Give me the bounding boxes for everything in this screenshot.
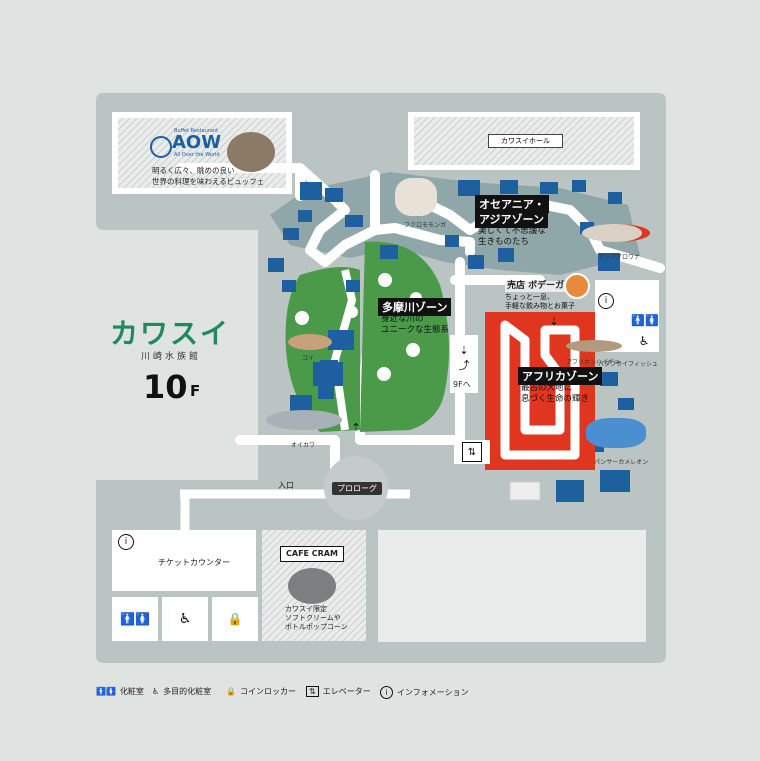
- chameleon-icon: [586, 418, 646, 448]
- brand-name: カワスイ: [110, 317, 231, 350]
- restaurant-logo-tagline: All Over the World: [174, 152, 220, 158]
- tama-desc-2: ユニークな生態系: [381, 325, 450, 335]
- shop-desc-2: 手軽な飲み物とお菓子: [505, 302, 575, 310]
- wheelchair-icon[interactable]: ♿: [178, 611, 192, 627]
- oceania-desc-1: 美しくて不思議な: [478, 226, 546, 236]
- oceania-title-2: アジアゾーン: [475, 210, 549, 228]
- brand-subtitle: 川崎水族館: [141, 352, 202, 362]
- legend-elevator: ⇅ エレベーター: [306, 686, 371, 697]
- ticket-label: チケットカウンター: [158, 558, 230, 567]
- elevator-legend-icon: ⇅: [306, 686, 319, 697]
- legend-elevator-label: エレベーター: [322, 687, 371, 696]
- restaurant-logo-name: AOW: [172, 132, 222, 153]
- floor-number: 10: [143, 368, 188, 406]
- africa-desc-1: 最古の大地に: [521, 383, 573, 393]
- africa-zone: [485, 312, 595, 470]
- floor-unit: F: [190, 382, 201, 400]
- restaurant-desc-2: 世界の料理を味わえるビュッフェ: [152, 177, 265, 186]
- escalator-icon[interactable]: ⇣⤴: [458, 343, 470, 372]
- restroom-legend-icon: 🚹🚺: [96, 687, 116, 696]
- restroom-icon[interactable]: 🚹🚺: [120, 612, 150, 626]
- restroom-icon-africa[interactable]: 🚹🚺: [631, 313, 659, 327]
- tama-title: 多摩川ゾーン: [378, 298, 452, 316]
- info-icon-africa[interactable]: i: [598, 293, 614, 309]
- shop-title: 売店 ボデーガ: [505, 281, 567, 293]
- carp-icon: [288, 334, 332, 350]
- wheelchair-legend-icon: ♿: [152, 687, 160, 696]
- africa-title: アフリカゾーン: [518, 367, 603, 385]
- up-arrow-icon: ⇡: [351, 420, 361, 434]
- prologue-label[interactable]: プロローグ: [332, 482, 382, 495]
- hall-label: カワスイホール: [488, 134, 563, 148]
- africa-desc-2: 息づく生命の輝き: [521, 394, 590, 404]
- label-sugar-glider: フクロモモンガ: [404, 222, 447, 229]
- ticket-area: [112, 530, 256, 591]
- label-oikawa: オイカワ: [291, 442, 316, 449]
- cafe-desc-2: ソフトクリームや: [285, 614, 341, 622]
- legend-locker-label: コインロッカー: [239, 687, 296, 696]
- cafe-desc-3: ボトルポップコーン: [285, 623, 348, 631]
- restaurant-logo-caption: Buffet Restaurant: [174, 128, 219, 134]
- sugar-glider-icon: [395, 178, 437, 216]
- locker-icon[interactable]: 🔒: [227, 612, 243, 626]
- legend-locker: 🔒 コインロッカー: [226, 686, 296, 697]
- label-chameleon: パンサーカメレオン: [594, 459, 649, 466]
- legend-info-label: インフォメーション: [397, 688, 469, 697]
- shop-desc-1: ちょっと一息、: [505, 293, 554, 301]
- arowana-icon: [582, 224, 650, 242]
- legend-restroom-label: 化粧室: [119, 687, 144, 696]
- label-carp: コイ: [302, 355, 315, 362]
- label-lungfish: アフリカンハイギョ: [566, 359, 620, 366]
- oceania-title-1: オセアニア・: [475, 195, 549, 213]
- tama-zone: [360, 241, 449, 432]
- locker-legend-icon: 🔒: [226, 687, 236, 696]
- lungfish-icon: [566, 340, 622, 352]
- cafe-name: CAFE CRAM: [280, 546, 344, 562]
- label-butterflyfish: バタフライフィッシュ: [598, 361, 658, 368]
- shop-basket-icon: [564, 273, 590, 299]
- restaurant-photo: [227, 132, 275, 172]
- legend-multipurpose: ♿ 多目的化粧室: [152, 686, 211, 697]
- tama-desc-1: 身近な川の: [381, 314, 424, 324]
- info-legend-icon: i: [380, 686, 393, 699]
- legend-restroom: 🚹🚺 化粧室: [96, 686, 144, 697]
- cafe-desc-1: カワスイ限定: [285, 605, 327, 613]
- info-icon[interactable]: i: [118, 534, 134, 550]
- legend-multipurpose-label: 多目的化粧室: [163, 687, 212, 696]
- elevator-icon[interactable]: ⇅: [462, 442, 482, 462]
- oikawa-icon: [266, 410, 342, 430]
- restaurant-desc-1: 明るく広々、眺めの良い: [152, 166, 235, 175]
- down-label: 9Fへ: [453, 380, 471, 389]
- down-arrow-icon: ⇣: [549, 314, 559, 328]
- entrance-label: 入口: [278, 481, 294, 490]
- globe-icon: [150, 136, 172, 158]
- label-arowana: アジアアロワナ: [598, 254, 641, 261]
- wheelchair-icon-africa[interactable]: ♿: [638, 334, 650, 348]
- legend-info: i インフォメーション: [380, 686, 469, 699]
- cafe-photo: [288, 568, 336, 604]
- oceania-desc-2: 生きものたち: [478, 237, 530, 247]
